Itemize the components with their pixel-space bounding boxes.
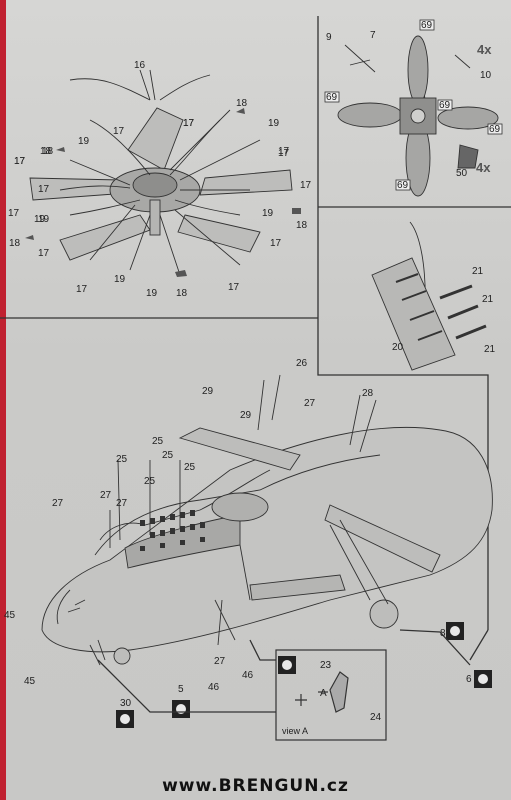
helicopter-fuselage-drawing [41, 374, 493, 666]
callout-19: 19 [146, 288, 158, 299]
callout-18: 18 [296, 220, 308, 231]
callout-19: 19 [114, 274, 126, 285]
brand-url: www.BRENGUN.cz [162, 776, 349, 796]
callout-17: 17 [14, 156, 26, 167]
view-a-detail-box [275, 649, 387, 741]
callout-17: 17 [228, 282, 240, 293]
callout-18: 18 [40, 146, 52, 157]
fuselage-windows [140, 510, 205, 551]
sheet-edge-strip [0, 0, 6, 800]
view-a-labels: 23 A 24 view A [282, 660, 382, 736]
callout-27: 27 [52, 498, 64, 509]
hub-detail-drawing [337, 35, 499, 197]
callout-28: 28 [362, 388, 374, 399]
callout-30: 30 [120, 698, 132, 709]
callout-18: 18 [236, 98, 248, 109]
callout-21: 21 [484, 344, 496, 355]
callout-23: 23 [320, 660, 332, 671]
ref-69: 69 [439, 100, 451, 111]
callout-46: 46 [242, 670, 254, 681]
callout-17: 17 [183, 118, 195, 129]
callout-19: 19 [38, 214, 50, 225]
callout-27: 27 [304, 398, 316, 409]
callout-5: 5 [178, 684, 184, 695]
callout-25: 25 [184, 462, 196, 473]
callout-21: 21 [482, 294, 494, 305]
ladder-drawing [371, 221, 487, 371]
callout-16: 16 [134, 60, 146, 71]
callout-17: 17 [278, 148, 290, 159]
callout-27: 27 [214, 656, 226, 667]
callout-46: 46 [208, 682, 220, 693]
callout-26: 26 [296, 358, 308, 369]
callout-19: 19 [34, 214, 46, 225]
callout-6: 6 [466, 674, 472, 685]
ladder-labels: 21 21 21 20 [392, 266, 496, 355]
callout-17: 17 [113, 126, 125, 137]
callout-17: 17 [8, 208, 20, 219]
callout-45: 45 [4, 610, 16, 621]
callout-17: 17 [270, 238, 282, 249]
rotor-assembly-drawing [29, 69, 293, 276]
callout-10: 10 [480, 70, 492, 81]
rotor-labels: 16 18 19 17 17 17 18 17 17 18 17 19 19 1… [8, 60, 312, 299]
ref-69: 69 [421, 20, 433, 31]
callout-17: 17 [300, 180, 312, 191]
callout-20: 20 [392, 342, 404, 353]
callout-18: 18 [42, 146, 54, 157]
callout-45: 45 [24, 676, 36, 687]
callout-9: 9 [326, 32, 332, 43]
view-a-marker: A [320, 688, 327, 699]
callout-27: 27 [100, 490, 112, 501]
rotor-small-parts [25, 108, 301, 277]
callout-25: 25 [162, 450, 174, 461]
callout-18: 18 [9, 238, 21, 249]
ref-69: 69 [326, 92, 338, 103]
hub-labels: 9 7 10 50 4x 4x 69 69 69 69 69 [326, 20, 501, 191]
callout-19: 19 [262, 208, 274, 219]
quantity-4x: 4x [477, 42, 492, 57]
callout-17: 17 [38, 248, 50, 259]
callout-17: 17 [76, 284, 88, 295]
ref-69: 69 [397, 180, 409, 191]
ref-69: 69 [489, 124, 501, 135]
leader-lines [97, 629, 489, 713]
quantity-4x: 4x [476, 160, 491, 175]
callout-17: 17 [278, 146, 290, 157]
callout-17: 17 [14, 156, 26, 167]
callout-25: 25 [116, 454, 128, 465]
hub-reference-boxes [324, 19, 503, 191]
callout-7: 7 [370, 30, 376, 41]
callout-25: 25 [144, 476, 156, 487]
callout-19: 19 [268, 118, 280, 129]
callout-50: 50 [456, 168, 468, 179]
callout-19: 19 [78, 136, 90, 147]
callout-18: 18 [176, 288, 188, 299]
callout-17: 17 [38, 184, 50, 195]
fuselage-labels: 26 28 29 29 27 25 25 25 25 25 27 27 27 4… [4, 358, 472, 709]
view-a-caption: view A [282, 726, 308, 736]
callout-17: 17 [183, 118, 195, 129]
callout-25: 25 [152, 436, 164, 447]
callout-27: 27 [116, 498, 128, 509]
callout-29: 29 [240, 410, 252, 421]
callout-21: 21 [472, 266, 484, 277]
callout-29: 29 [202, 386, 214, 397]
paint-reference-icons [116, 622, 492, 728]
callout-24: 24 [370, 712, 382, 723]
callout-8: 8 [440, 628, 446, 639]
